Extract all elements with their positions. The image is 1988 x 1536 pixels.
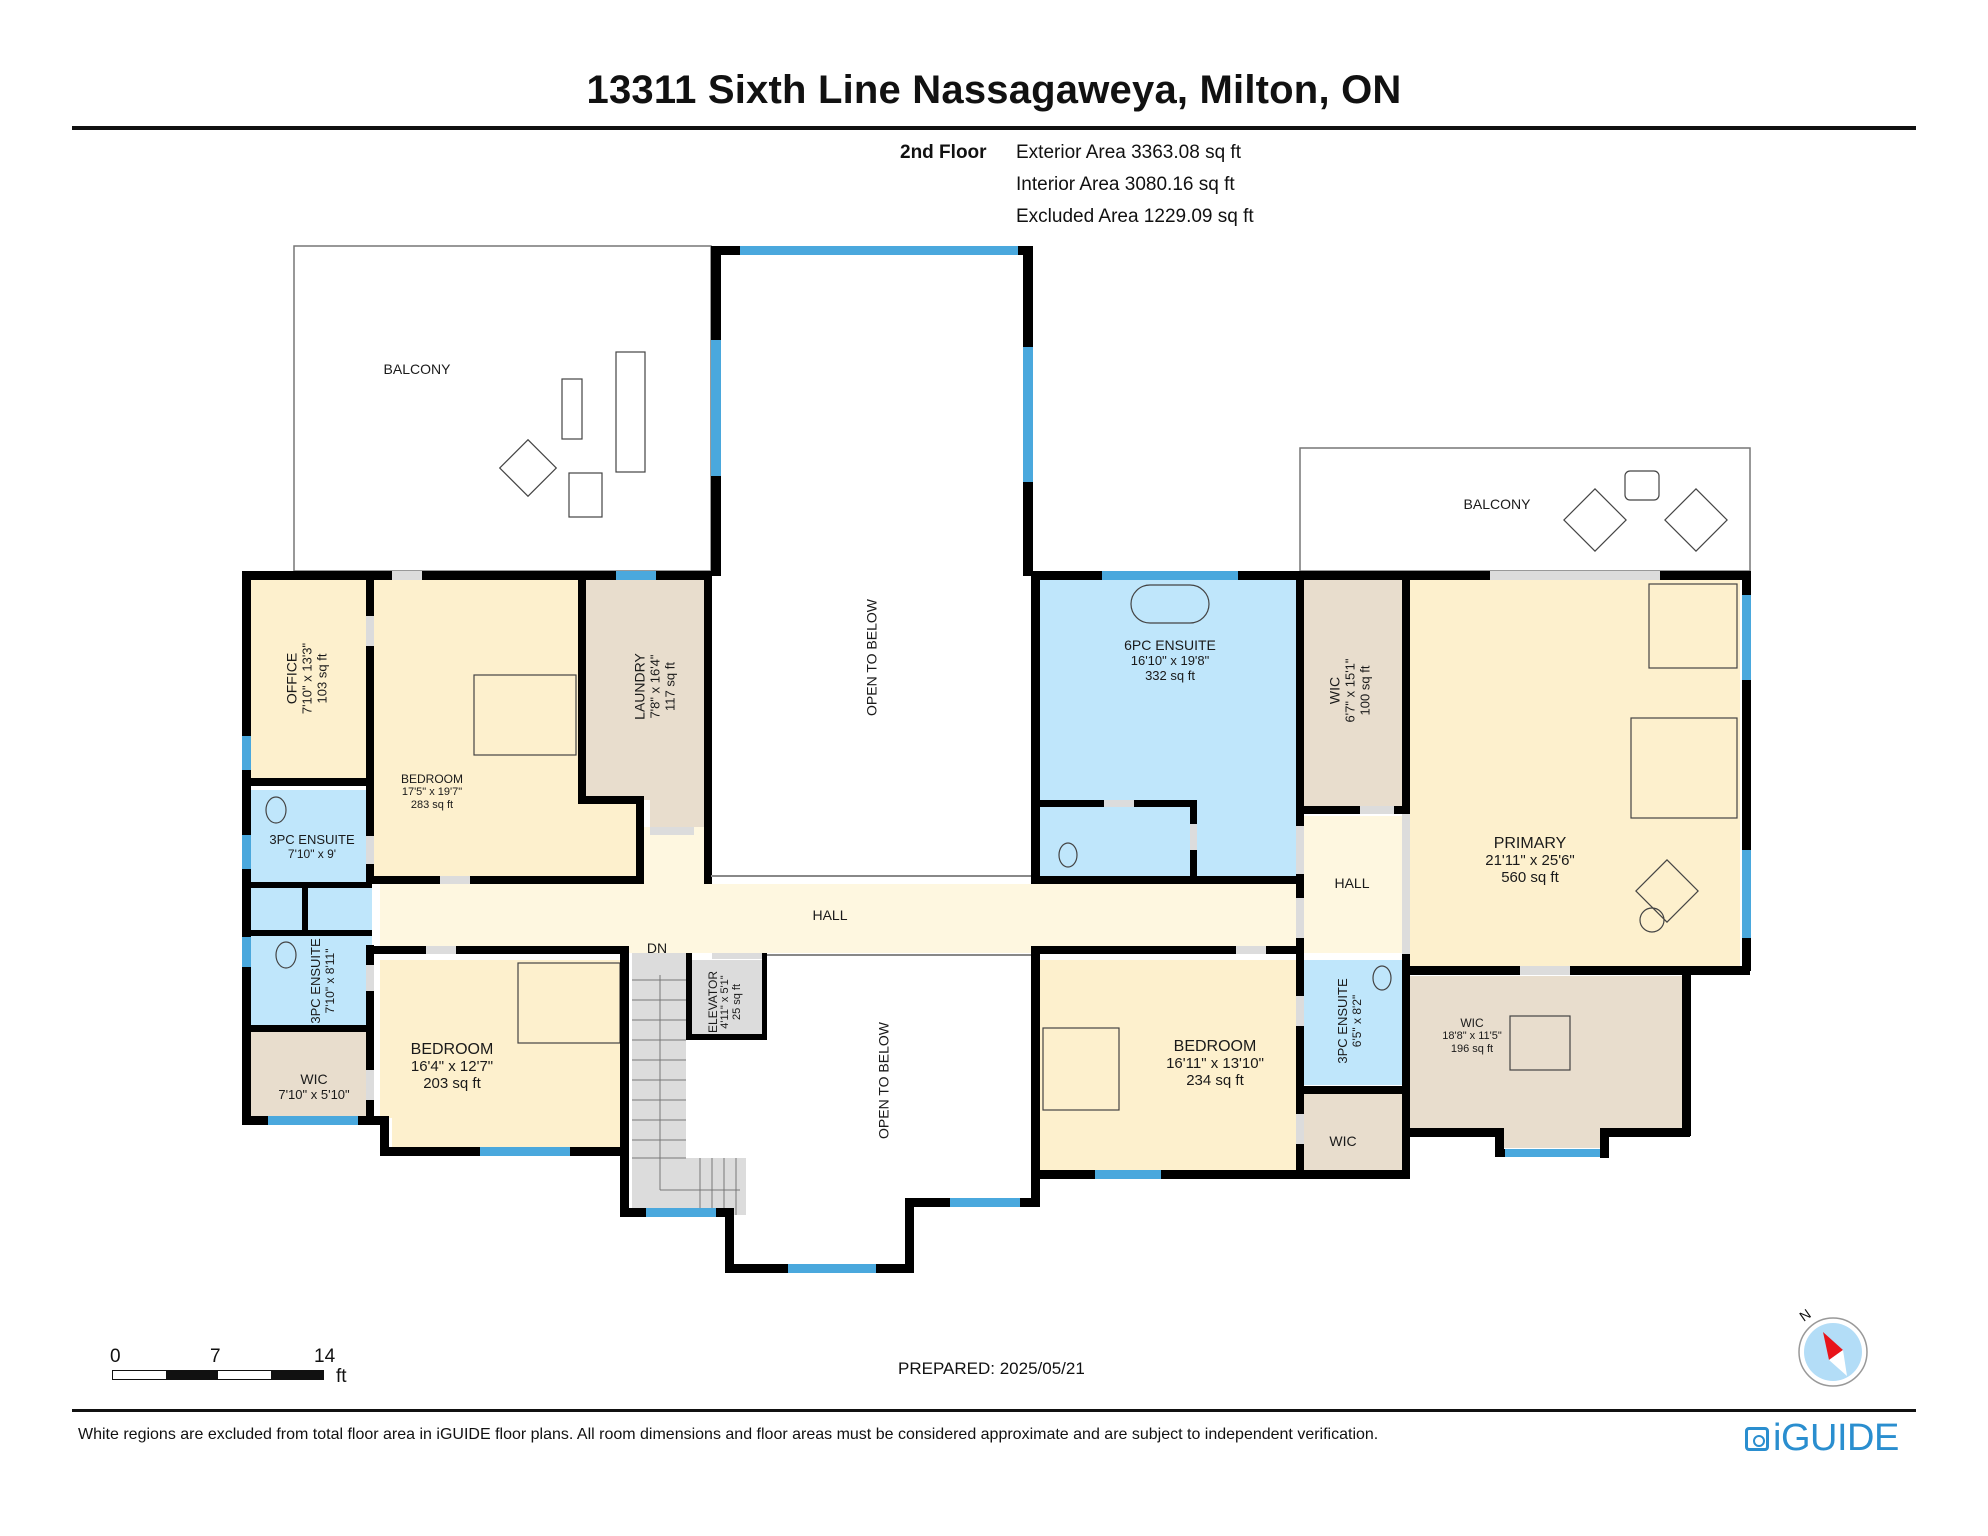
wic-sw-label: WIC 7'10" x 5'10" xyxy=(278,1071,350,1103)
wic-primary-label: WIC 18'8" x 11'5" 196 sq ft xyxy=(1442,1016,1502,1056)
bedroom-nw-label: BEDROOM 17'5" x 19'7" 283 sq ft xyxy=(400,772,463,812)
laundry-fill xyxy=(584,578,704,827)
ensuite-6pc-label: 6PC ENSUITE 16'10" x 19'8" 332 sq ft xyxy=(1124,637,1216,684)
elevator-label: ELEVATOR 4'11" x 5'1" 25 sq ft xyxy=(706,970,743,1034)
ensuite-a-fill xyxy=(250,790,372,884)
bedroom-sw-fill xyxy=(380,960,620,1150)
scale-unit: ft xyxy=(336,1366,347,1387)
footer-rule xyxy=(72,1409,1916,1412)
exterior-area: Exterior Area 3363.08 sq ft xyxy=(1016,142,1241,163)
disclaimer-text: White regions are excluded from total fl… xyxy=(78,1426,1379,1443)
hall-fill xyxy=(380,827,1296,953)
scale-tick-0: 0 xyxy=(110,1346,121,1367)
open-below-top-label: OPEN TO BELOW xyxy=(863,599,880,716)
stairs-fill xyxy=(632,953,686,1215)
wic-primary-fill xyxy=(1410,976,1682,1148)
bedroom-se-label: BEDROOM 16'11" x 13'10" 234 sq ft xyxy=(1166,1038,1264,1089)
ensuite-3pc-a-label: 3PC ENSUITE 7'10" x 9' xyxy=(269,832,355,861)
interior-area: Interior Area 3080.16 sq ft xyxy=(1016,174,1235,195)
bedroom-sw-label: BEDROOM 16'4" x 12'7" 203 sq ft xyxy=(410,1041,494,1092)
compass-icon xyxy=(1798,1317,1868,1387)
wic-small-label: WIC xyxy=(1329,1133,1357,1149)
balcony-right-label: BALCONY xyxy=(1463,496,1531,512)
wic-ne-label: WIC 6'7" x 15'1" 100 sq ft xyxy=(1326,658,1373,723)
wic-small-fill xyxy=(1304,1094,1402,1170)
balcony-left-label: BALCONY xyxy=(383,361,451,377)
iguide-logo-text: iGUIDE xyxy=(1773,1417,1899,1459)
hall-east-fill xyxy=(1304,816,1402,953)
property-title: 13311 Sixth Line Nassagaweya, Milton, ON xyxy=(586,68,1402,112)
primary-label: PRIMARY 21'11" x 25'6" 560 sq ft xyxy=(1485,835,1575,886)
elevator-fill xyxy=(692,960,762,1034)
laundry-label: LAUNDRY 7'8" x 16'4" 117 sq ft xyxy=(631,653,678,720)
stairs-dn-label: DN xyxy=(646,940,668,956)
office-label: OFFICE 7'10" x 13'3" 103 sq ft xyxy=(283,642,330,715)
office-fill xyxy=(250,578,372,782)
open-below-bottom-label: OPEN TO BELOW xyxy=(875,1022,892,1139)
balcony-left-area xyxy=(293,245,712,572)
floor-label: 2nd Floor xyxy=(900,142,987,163)
ensuite-6pc-fill xyxy=(1040,578,1296,876)
excluded-area: Excluded Area 1229.09 sq ft xyxy=(1016,206,1254,227)
iguide-logo: iGUIDE xyxy=(1745,1417,1899,1460)
scale-tick-7: 7 xyxy=(210,1346,221,1367)
hall-main-label: HALL xyxy=(812,907,848,923)
iguide-logo-icon xyxy=(1745,1426,1769,1451)
primary-fill xyxy=(1410,578,1740,968)
wic-sw-fill xyxy=(250,1031,372,1117)
ensuite-c-fill xyxy=(1304,960,1402,1085)
scale-tick-14: 14 xyxy=(314,1346,336,1367)
header-rule xyxy=(72,126,1916,130)
bedroom-se-fill xyxy=(1040,960,1296,1173)
ensuite-b-fill xyxy=(250,936,372,1027)
ensuite-3pc-b-label: 3PC ENSUITE 7'10" x 8'11" xyxy=(308,938,337,1024)
prepared-date: PREPARED: 2025/05/21 xyxy=(898,1359,1085,1378)
stairs-landing-fill xyxy=(686,1158,746,1215)
wic-ne-fill xyxy=(1304,578,1402,806)
ensuite-3pc-c-label: 3PC ENSUITE 6'5" x 8'2" xyxy=(1335,978,1364,1064)
shower-fill xyxy=(250,888,372,932)
hall-east-label: HALL xyxy=(1334,875,1370,891)
bedroom-nw-fill xyxy=(372,578,640,879)
